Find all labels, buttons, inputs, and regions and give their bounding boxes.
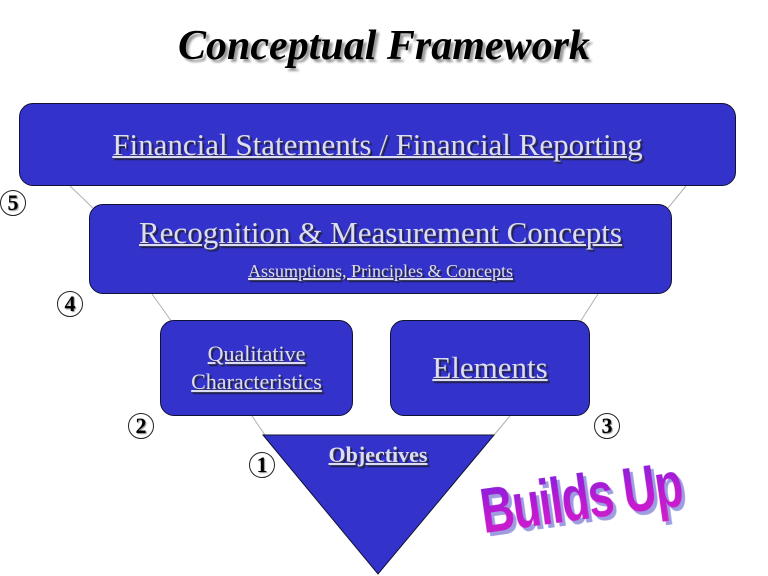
characteristics-label: Characteristics xyxy=(191,369,322,394)
financial-statements-box: Financial Statements / Financial Reporti… xyxy=(19,103,736,186)
objectives-triangle xyxy=(261,434,496,575)
step-number-4: 4 xyxy=(57,291,83,317)
qualitative-label: Qualitative xyxy=(207,341,306,366)
recognition-measurement-label: Recognition & Measurement Concepts xyxy=(139,215,622,250)
step-number-2: 2 xyxy=(128,413,154,439)
elements-label: Elements xyxy=(432,350,548,385)
financial-statements-label: Financial Statements / Financial Reporti… xyxy=(112,126,643,162)
qualitative-characteristics-box: Qualitative Characteristics xyxy=(160,320,353,416)
recognition-measurement-box: Recognition & Measurement Concepts Assum… xyxy=(89,204,672,294)
objectives-label: Objectives xyxy=(328,442,428,467)
step-number-1: 1 xyxy=(249,452,275,478)
objectives-label-wrap: Objectives xyxy=(290,442,466,468)
page-title: Conceptual Framework xyxy=(178,23,590,69)
step-number-5: 5 xyxy=(0,190,26,216)
elements-box: Elements xyxy=(390,320,590,416)
assumptions-principles-label: Assumptions, Principles & Concepts xyxy=(248,261,513,281)
step-number-3: 3 xyxy=(594,413,620,439)
